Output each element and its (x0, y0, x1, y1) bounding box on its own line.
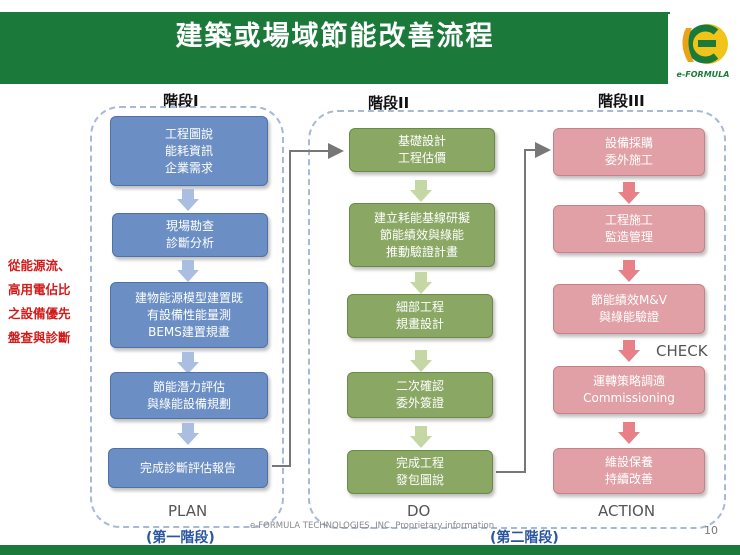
action-step-5: 維設保養 持續改善 (553, 448, 705, 494)
do-step-2: 建立耗能基線研擬 節能績效與綠能 推動驗證計畫 (349, 203, 495, 267)
down-arrow-icon (177, 189, 199, 211)
plan-step-3: 建物能源模型建置既 有設備性能量測 BEMS建置規畫 (110, 282, 268, 348)
stage-1-subtitle: (第一階段) (146, 530, 215, 546)
down-arrow-icon (410, 272, 432, 294)
down-arrow-icon (618, 182, 640, 204)
plan-step-5: 完成診斷評估報告 (108, 448, 268, 488)
stage-2-subtitle: (第二階段) (490, 530, 559, 546)
do-step-4: 二次確認 委外簽證 (347, 372, 493, 418)
down-arrow-icon (618, 340, 640, 362)
title-banner (0, 12, 670, 84)
stage-2-title: 階段II (368, 94, 410, 112)
action-step-2: 工程施工 監造管理 (553, 205, 705, 253)
down-arrow-icon (410, 350, 432, 372)
do-step-3: 細部工程 規畫設計 (347, 294, 493, 338)
stage-3-title: 階段III (598, 92, 645, 110)
plan-step-2: 現場勘查 診斷分析 (112, 213, 268, 257)
action-step-1: 設備採購 委外施工 (553, 128, 705, 176)
do-label: DO (407, 502, 431, 520)
do-step-5: 完成工程 發包圖說 (347, 450, 493, 494)
plan-step-1: 工程圖說 能耗資訊 企業需求 (110, 116, 268, 186)
plan-frame (90, 106, 284, 528)
page-number: 10 (704, 524, 718, 537)
plan-step-4: 節能潛力評估 與綠能設備規劃 (110, 372, 268, 419)
check-label: CHECK (656, 342, 708, 360)
action-step-4: 運轉策略調適 Commissioning (553, 366, 705, 414)
down-arrow-icon (618, 260, 640, 282)
copyright-text: e-FORMULA TECHNOLOGIES, INC. Proprietary… (250, 521, 495, 531)
plan-label: PLAN (168, 502, 208, 520)
down-arrow-icon (177, 260, 199, 282)
down-arrow-icon (410, 426, 432, 448)
e-formula-logo-icon (668, 14, 738, 84)
action-label: ACTION (598, 502, 656, 520)
footer-bar (0, 545, 740, 555)
action-step-3: 節能績效M&V 與綠能驗證 (553, 284, 705, 334)
page-title: 建築或場域節能改善流程 (175, 21, 495, 52)
down-arrow-icon (618, 422, 640, 444)
logo-text: e-FORMULA (676, 70, 730, 79)
side-note: 從能源流、 高用電佔比 之設備優先 盤查與診斷 (8, 258, 71, 345)
do-action-frame (308, 110, 726, 529)
down-arrow-icon (177, 352, 199, 374)
down-arrow-icon (177, 423, 199, 445)
down-arrow-icon (410, 180, 432, 202)
do-step-1: 基礎設計 工程估價 (349, 128, 495, 172)
stage-1-title: 階段I (163, 92, 199, 110)
